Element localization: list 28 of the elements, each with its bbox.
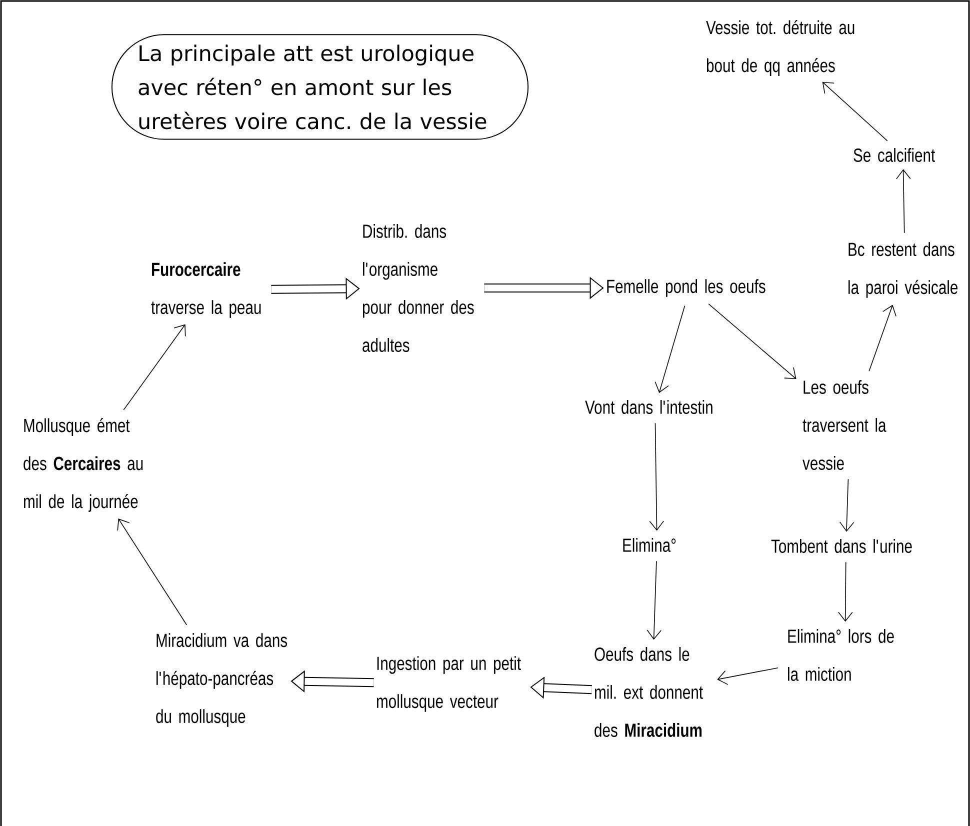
step-text: Les oeufs traversent la vessie: [802, 380, 886, 470]
arrow: [708, 304, 796, 380]
step-text: Vont dans l'intestin: [585, 400, 712, 414]
step-text: Tombent dans l'urine: [771, 539, 912, 553]
arrow: [123, 324, 186, 410]
step-text: Bc restent dans la paroi vésicale: [848, 242, 958, 298]
arrow: [839, 478, 854, 532]
step-text: Elimina°: [623, 538, 676, 552]
step-text: Elimina° lors de la miction: [788, 629, 894, 681]
arrow: [838, 562, 853, 622]
step-text: Femelle pond les oeufs: [607, 279, 766, 297]
arrow: [649, 422, 664, 531]
arrow: [868, 304, 896, 372]
step-text: Miracidium va dans l'hépato-pancréas du mollusque: [156, 633, 288, 727]
note-box: La principale att est urologique avec réten° en amont sur les uretères voire canc. de la vessie: [111, 34, 529, 140]
arrow: [822, 82, 888, 142]
arrow: [117, 518, 188, 626]
step-text: Ingestion par un petit mollusque vecteur: [377, 656, 521, 712]
step-text: Vessie tot. détruite au bout de qq années: [706, 20, 854, 76]
step-text: Distrib. dans l'organisme pour donner des adultes: [362, 224, 474, 352]
step-text: Oeufs dans le mil. ext donnent des Miracidium: [594, 647, 703, 737]
step-text: Mollusque émet des Cercaires au mil de la journée: [24, 418, 143, 512]
step-text: Se calcifient: [854, 148, 935, 162]
arrow: [654, 305, 686, 393]
arrow: [646, 560, 662, 640]
step-text: Furocercaire traverse la peau: [151, 262, 261, 318]
arrow: [896, 169, 911, 234]
arrow: [717, 667, 778, 685]
